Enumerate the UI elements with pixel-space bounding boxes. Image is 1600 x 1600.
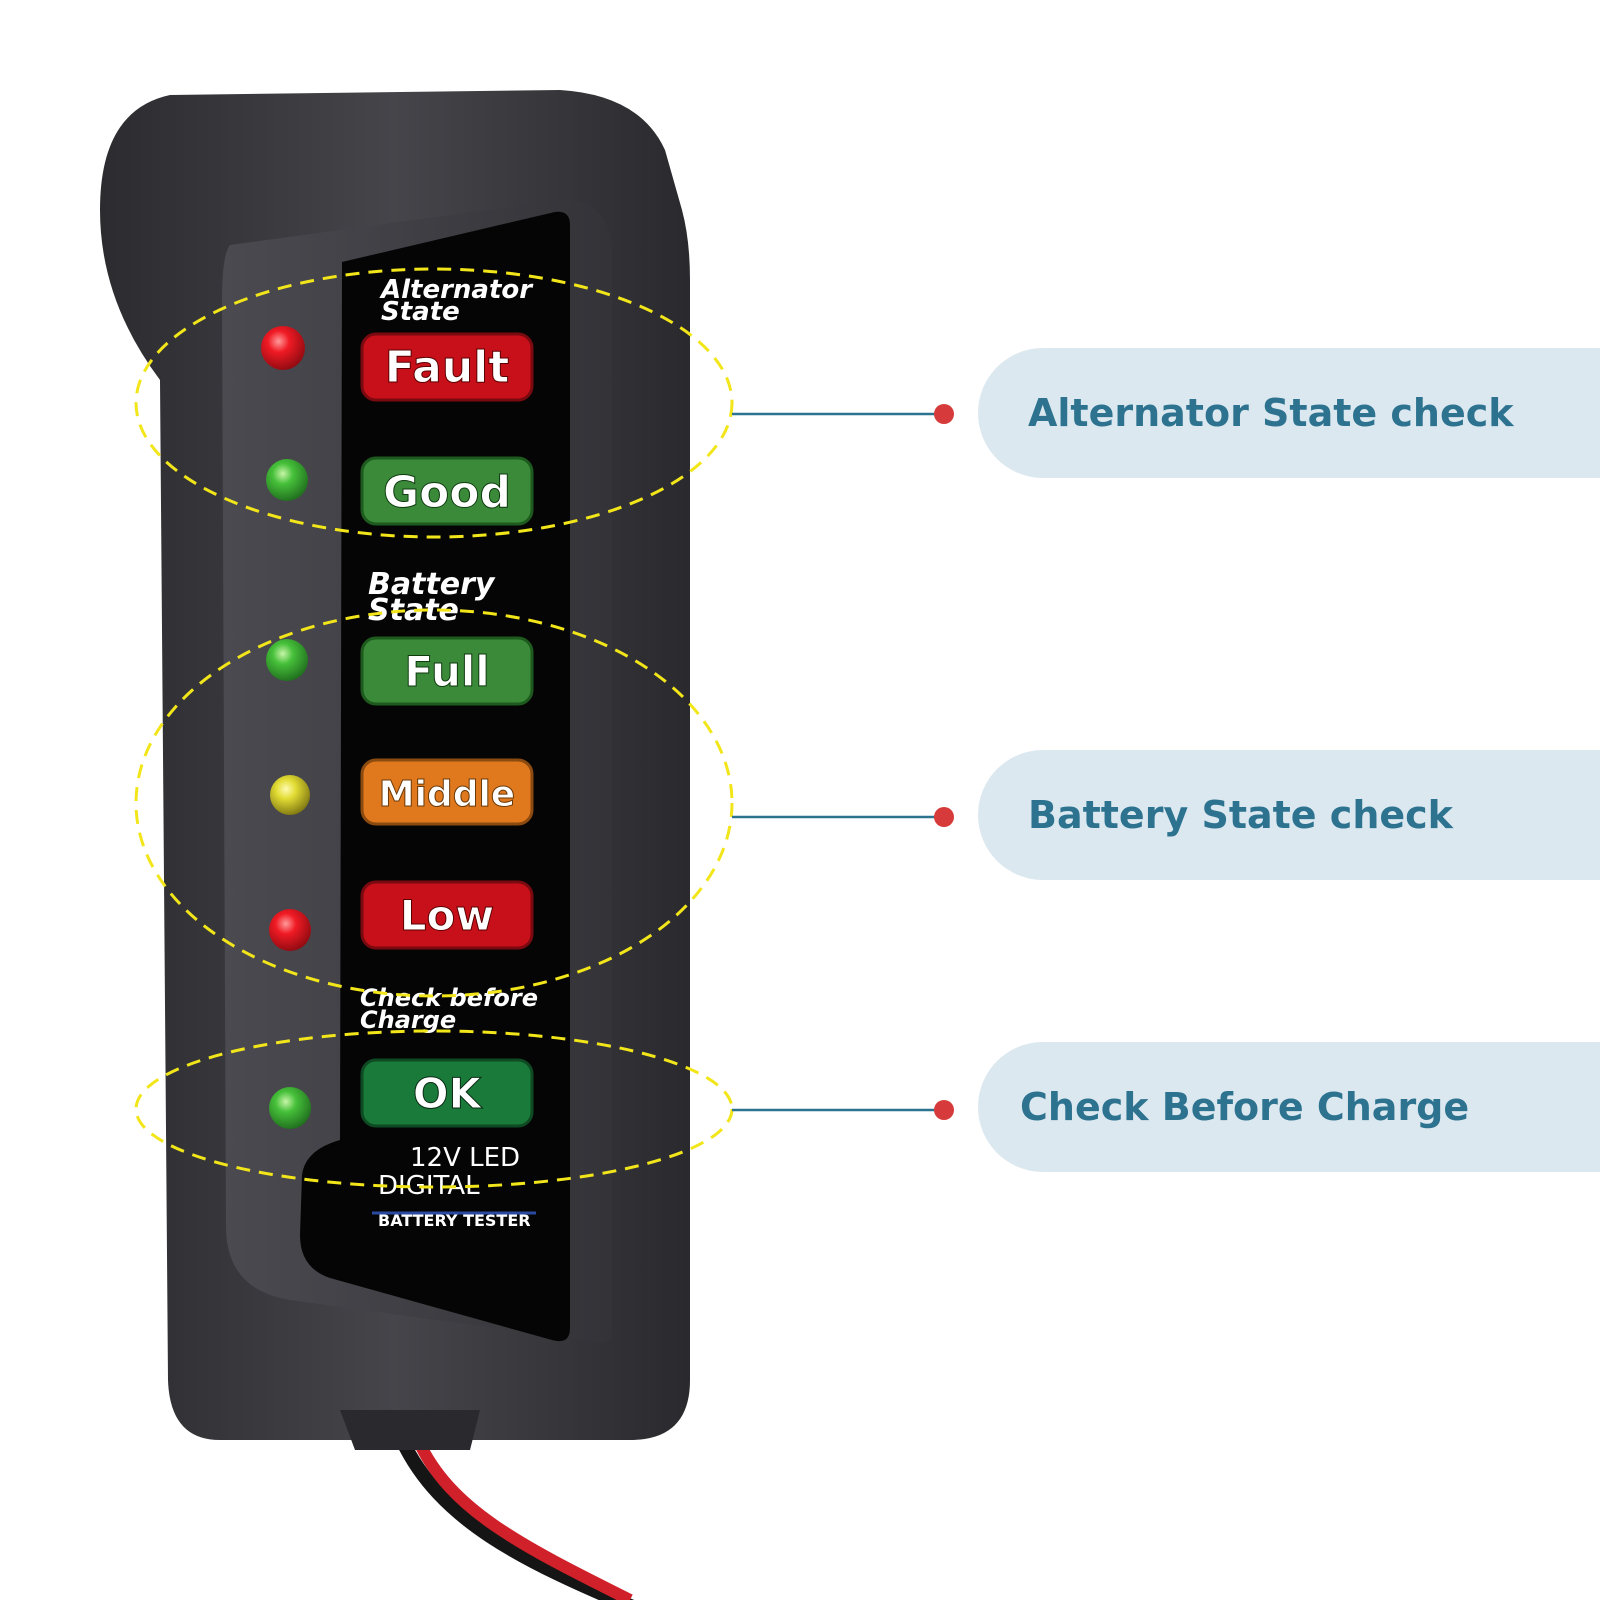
battery-title: Battery: [368, 567, 496, 602]
brand-line3: BATTERY TESTER: [378, 1211, 531, 1230]
led-ok-icon: [269, 1087, 311, 1129]
check-subtitle: Charge: [360, 1006, 456, 1034]
led-fault-icon: [261, 326, 305, 370]
badge-good-label: Good: [383, 467, 511, 518]
led-good-icon: [266, 459, 308, 501]
led-full-icon: [266, 639, 308, 681]
highlight-battery: [134, 608, 734, 998]
callout-check-before-charge: Check Before Charge: [978, 1042, 1600, 1172]
badge-middle-label: Middle: [379, 774, 515, 815]
brand-line1: 12V LED: [410, 1143, 520, 1173]
badge-ok-label: OK: [413, 1069, 483, 1118]
connector-dot-check: [934, 1100, 954, 1120]
badges: Fault Good Full Middle Low OK: [360, 332, 534, 1128]
led-middle-icon: [270, 775, 310, 815]
alternator-subtitle: State: [381, 297, 460, 327]
led-low-icon: [269, 909, 311, 951]
badge-low-label: Low: [400, 891, 494, 940]
cable: [395, 1436, 635, 1600]
badge-fault-label: Fault: [385, 342, 510, 393]
check-title: Check before: [360, 984, 538, 1012]
connector-dot-alternator: [934, 404, 954, 424]
connector-dot-battery: [934, 807, 954, 827]
leds: [261, 326, 311, 1129]
callout-battery-state-check: Battery State check: [978, 750, 1600, 880]
badge-full-label: Full: [404, 647, 489, 696]
highlight-alternator: [134, 267, 734, 539]
alternator-title: Alternator: [379, 275, 534, 305]
callout-alternator-state-check: Alternator State check: [978, 348, 1600, 478]
